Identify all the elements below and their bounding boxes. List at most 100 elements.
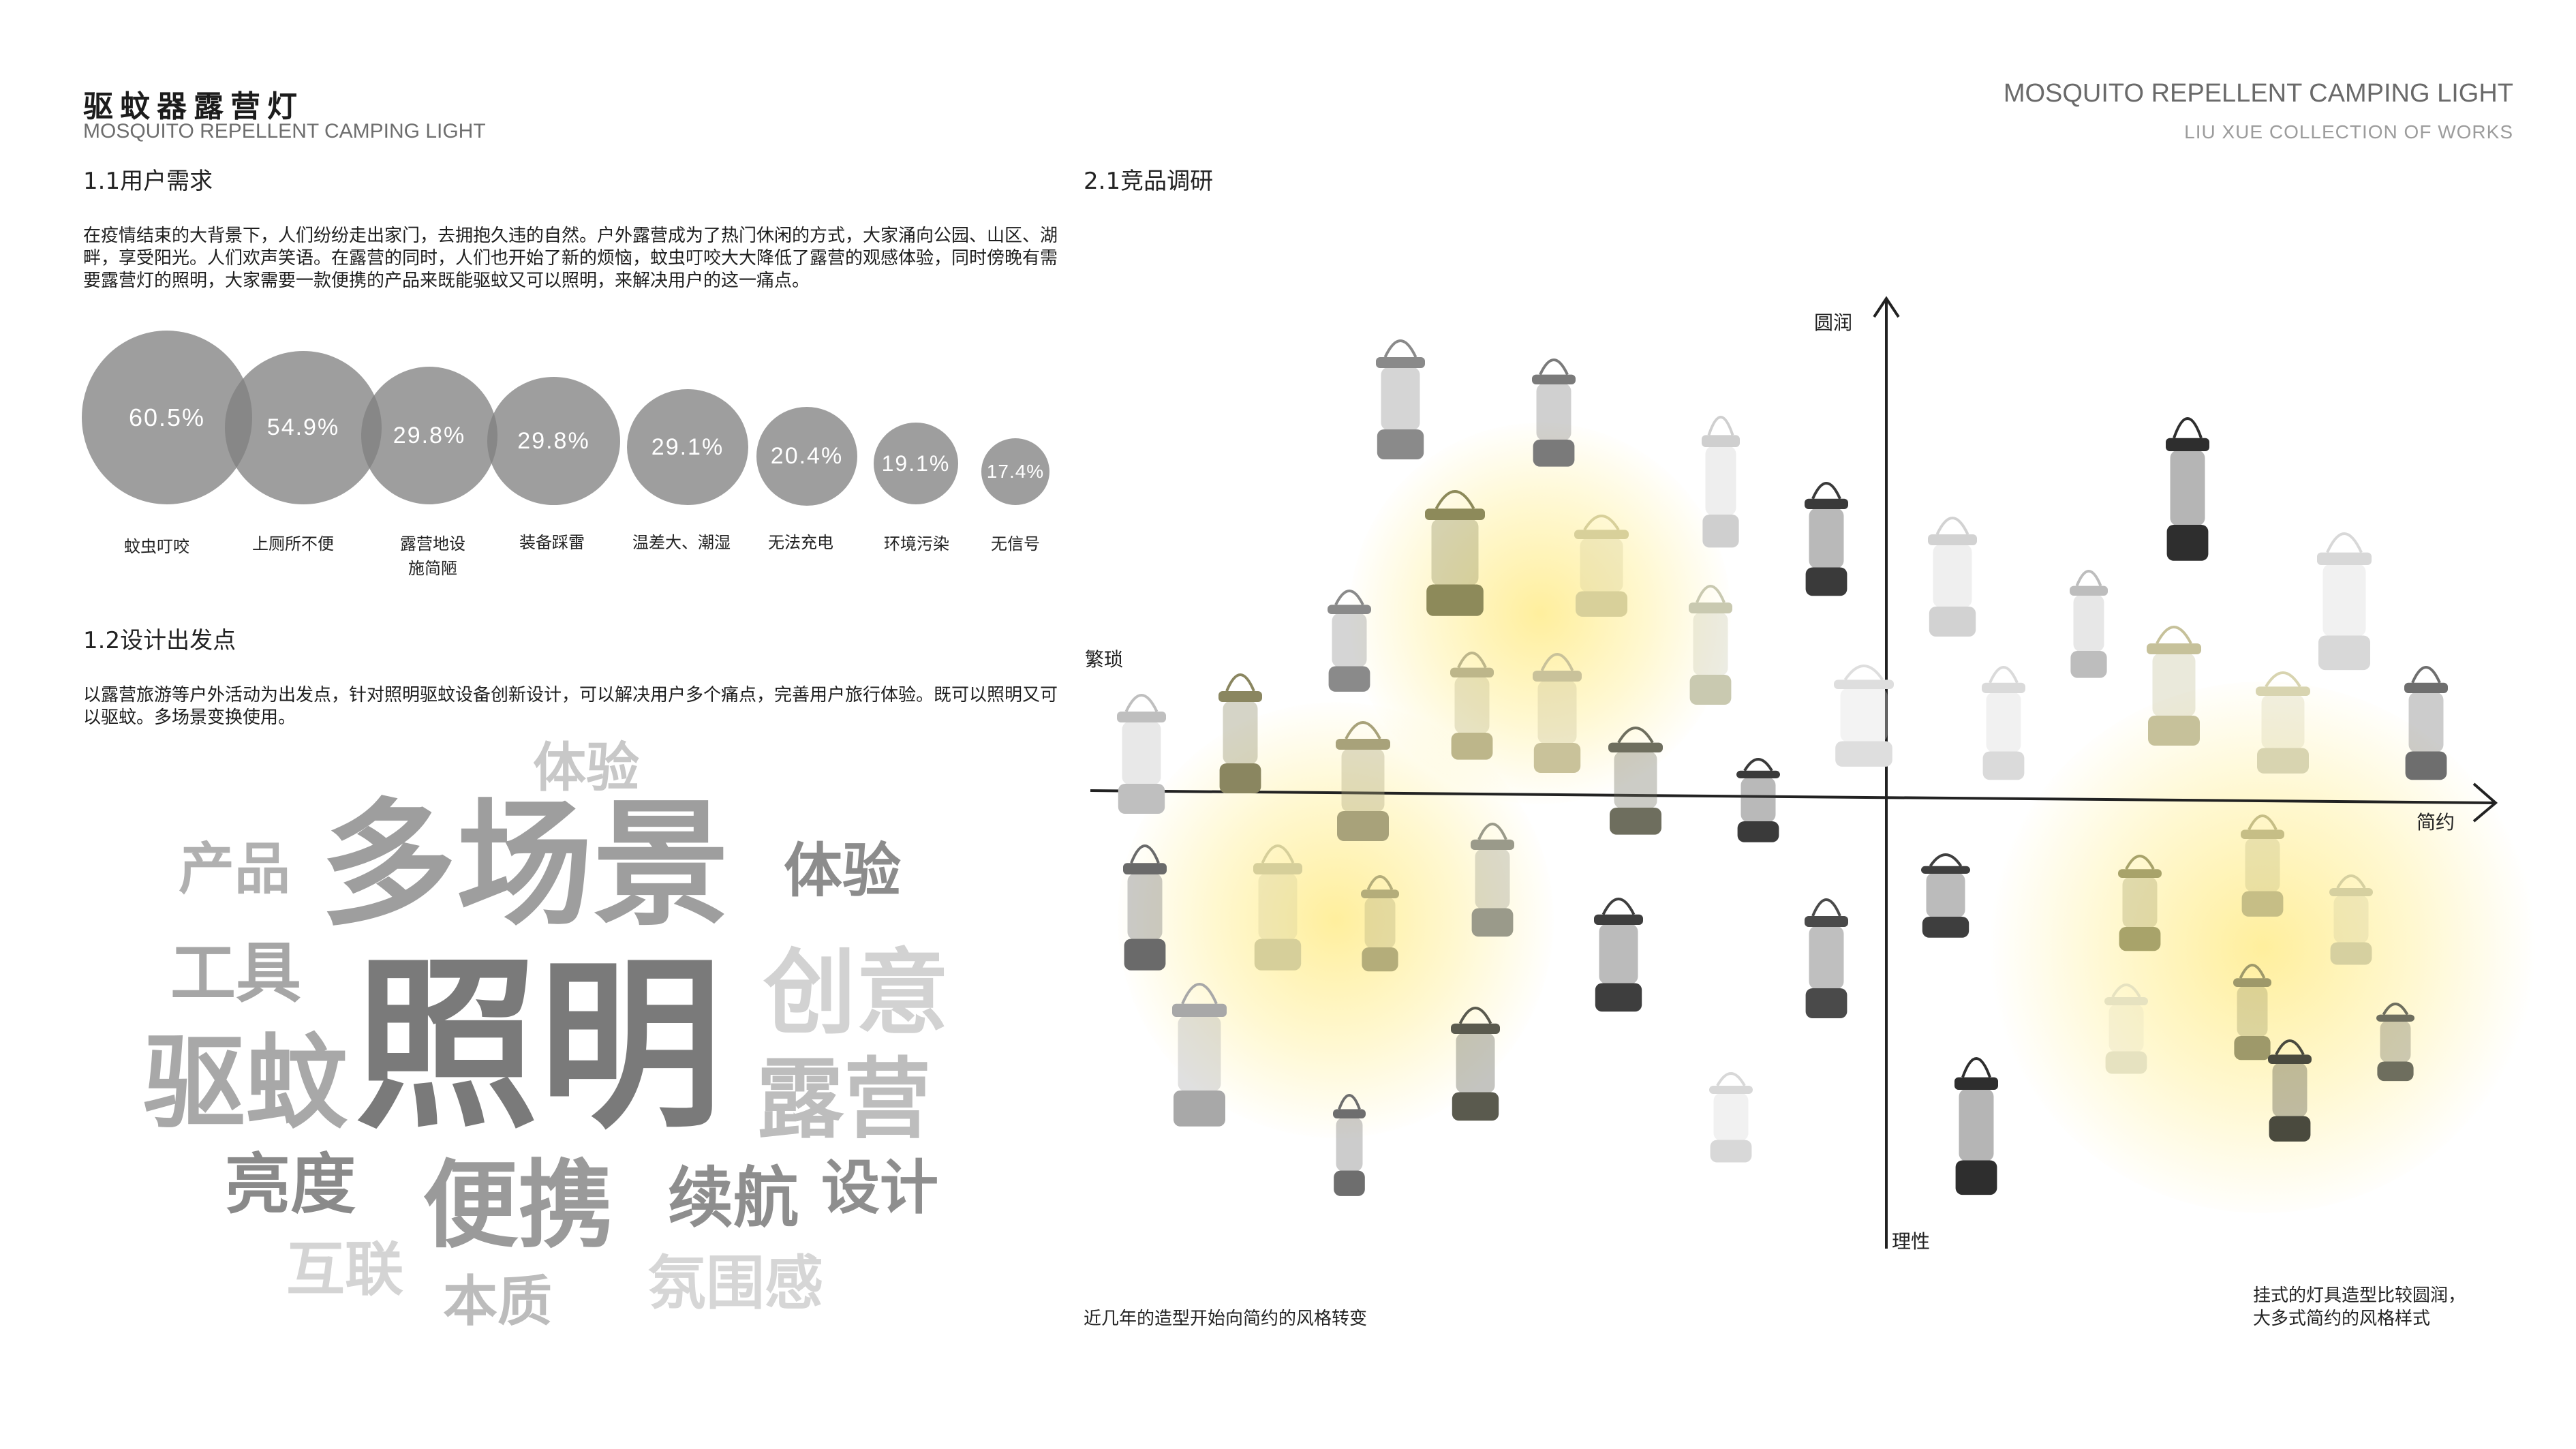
lantern-image — [1799, 470, 1854, 600]
header-right-subtitle: LIU XUE COLLECTION OF WORKS — [2184, 121, 2513, 142]
glow-left-upper — [1349, 423, 1731, 804]
word-luying: 露营 — [756, 1049, 932, 1150]
bubble-label-1: 上厕所不便 — [252, 534, 334, 553]
bubble-label-6: 环境污染 — [884, 534, 949, 553]
design-start-paragraph: 以露营旅游等户外活动为出发点，针对照明驱蚊设备创新设计，可以解决用户多个痛点，完… — [83, 685, 1058, 728]
lantern-image — [1826, 654, 1901, 770]
header-right-title: MOSQUITO REPELLENT CAMPING LIGHT — [2003, 79, 2513, 108]
word-liangdu: 亮度 — [225, 1146, 356, 1223]
lantern-image — [1704, 1063, 1758, 1165]
word-fenweigan: 氛围感 — [647, 1249, 823, 1317]
lantern-image — [2140, 613, 2208, 750]
bubble-value: 29.8% — [517, 427, 590, 454]
word-quwen: 驱蚊 — [143, 1024, 348, 1143]
lantern-image — [1417, 477, 1492, 620]
word-duochangjing: 多场景 — [320, 786, 730, 945]
lantern-image — [1356, 866, 1404, 975]
word-chuangyi: 创意 — [763, 940, 949, 1048]
lantern-image — [2310, 518, 2378, 675]
lantern-image — [1567, 504, 1636, 620]
lantern-image — [2324, 866, 2378, 968]
lantern-image — [1697, 402, 1745, 552]
lantern-image — [1118, 832, 1172, 975]
lantern-image — [1329, 1084, 1370, 1200]
lantern-image — [1445, 995, 1506, 1125]
bubble-label-0: 蚊虫叮咬 — [124, 537, 189, 556]
lantern-image — [2160, 402, 2215, 566]
lantern-image — [2372, 995, 2419, 1084]
section-heading-competitor: 2.1竞品调研 — [1084, 168, 1214, 195]
lantern-image — [1601, 716, 1670, 838]
glow-right-lower — [1990, 682, 2535, 1213]
word-benzhi: 本质 — [443, 1270, 552, 1333]
lantern-image — [1213, 661, 1268, 797]
lantern-image — [2113, 845, 2167, 954]
axis-label-top: 圆润 — [1814, 311, 1853, 334]
lantern-image — [1247, 832, 1308, 975]
lantern-image — [2399, 654, 2453, 784]
lantern-image — [2228, 954, 2276, 1063]
bubble-value: 29.8% — [393, 422, 466, 448]
page-title-en: MOSQUITO REPELLENT CAMPING LIGHT — [83, 120, 486, 142]
lantern-image — [2065, 559, 2113, 682]
lantern-image — [1527, 348, 1581, 470]
axis-label-bottom: 理性 — [1892, 1230, 1931, 1253]
section-heading-design-start: 1.2设计出发点 — [83, 627, 236, 654]
lantern-image — [1445, 641, 1499, 763]
bubble-label-4: 温差大、潮湿 — [632, 533, 731, 552]
lantern-image — [1111, 682, 1172, 818]
axis-label-right: 简约 — [2417, 811, 2455, 834]
lantern-image — [1465, 811, 1520, 941]
word-hulian: 互联 — [286, 1236, 403, 1304]
glow-left-lower — [1118, 702, 1554, 1138]
word-zhaoming: 照明 — [354, 939, 722, 1153]
lantern-image — [1731, 750, 1785, 845]
word-bianxie: 便携 — [423, 1150, 614, 1262]
word-sheji: 设计 — [821, 1154, 938, 1222]
word-tiyan-top: 体验 — [533, 737, 640, 799]
lantern-image — [1915, 845, 1976, 941]
lantern-image — [1922, 504, 1983, 641]
lantern-image — [1527, 641, 1588, 777]
lantern-image — [1370, 327, 1431, 463]
lantern-image — [1329, 709, 1397, 845]
axis-label-left: 繁琐 — [1085, 648, 1124, 671]
bubble-value: 19.1% — [881, 451, 951, 476]
bubble-value: 29.1% — [651, 433, 724, 460]
word-gongju: 工具 — [170, 935, 301, 1011]
bubble-1: 54.9% — [225, 351, 382, 504]
bubble-value: 17.4% — [986, 461, 1045, 482]
lantern-image — [2249, 661, 2317, 777]
bubble-4: 29.1% — [627, 389, 748, 505]
bubble-7: 17.4% — [981, 438, 1049, 505]
word-xuhang: 续航 — [668, 1160, 799, 1236]
bubble-5: 20.4% — [756, 407, 857, 506]
bubble-value: 60.5% — [128, 403, 206, 431]
keyword-word-cloud: 体验 多场景 产品 体验 工具 照明 创意 驱蚊 露营 亮度 便携 续航 设计 … — [0, 0, 1022, 1363]
lantern-image — [1976, 654, 2031, 784]
page-title-cn: 驱蚊器露营灯 — [83, 89, 304, 124]
lantern-image — [1949, 1043, 2004, 1200]
bubble-3: 29.8% — [487, 377, 620, 505]
lantern-image — [1799, 886, 1854, 1022]
bubble-label-7: 无信号 — [991, 534, 1040, 553]
bubble-label-5: 无法充电 — [768, 533, 833, 552]
bubble-6: 19.1% — [874, 423, 958, 504]
bubble-value: 54.9% — [266, 414, 340, 440]
lantern-image — [1588, 886, 1649, 1016]
lantern-image — [1165, 968, 1233, 1131]
lantern-image — [1683, 573, 1738, 709]
bubble-label-2: 露营地设施简陋 — [400, 534, 465, 578]
user-needs-paragraph: 在疫情结束的大背景下，人们纷纷走出家门，去拥抱久违的自然。户外露营成为了热门休闲… — [83, 226, 1058, 291]
word-chanpin: 产品 — [179, 837, 291, 902]
bubble-value: 20.4% — [770, 443, 844, 469]
section-heading-user-needs: 1.1用户需求 — [83, 168, 213, 195]
lantern-image — [2099, 975, 2153, 1077]
note-right: 挂式的灯具造型比较圆润，大多式简约的风格样式 — [2253, 1285, 2466, 1329]
lantern-image — [2263, 1029, 2317, 1145]
lantern-image — [2235, 804, 2290, 920]
bubble-0: 60.5% — [82, 331, 252, 504]
bubble-2: 29.8% — [361, 367, 497, 504]
word-tiyan-right: 体验 — [784, 837, 901, 905]
note-left: 近几年的造型开始向简约的风格转变 — [1084, 1309, 1368, 1329]
